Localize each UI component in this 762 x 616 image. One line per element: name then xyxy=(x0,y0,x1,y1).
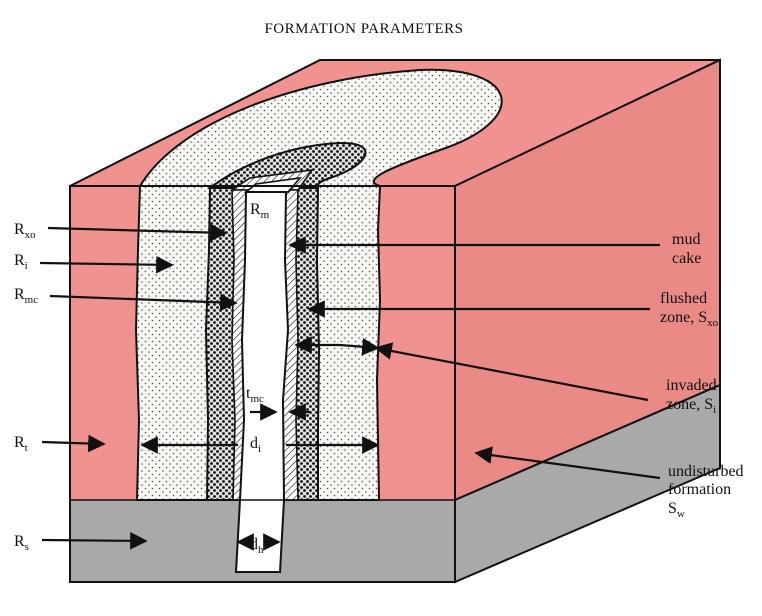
label-di: di xyxy=(250,435,261,455)
label-rxo: Rxo xyxy=(14,221,36,241)
block-outline xyxy=(69,185,456,583)
diagram-title: FORMATION PARAMETERS xyxy=(264,21,463,37)
flushed-zone-top xyxy=(207,141,367,189)
label-rm: Rm xyxy=(250,201,270,221)
label-tmc: tmc xyxy=(246,385,264,405)
label-ri: Ri xyxy=(14,252,28,272)
arrow-rs xyxy=(41,532,148,550)
arrow-rt xyxy=(41,434,106,453)
arrow-rmc xyxy=(49,293,238,312)
label-undisturbed: undisturbed formation Sw xyxy=(668,463,748,520)
label-rmc: Rmc xyxy=(14,286,38,306)
label-flushed-zone: flushed zone, Sxo xyxy=(660,290,719,329)
label-invaded-zone: invaded zone, Si xyxy=(666,377,721,416)
arrow-invaded-zone xyxy=(374,342,649,402)
arrow-rxo xyxy=(47,223,228,242)
label-rt: Rt xyxy=(14,434,28,454)
label-dh: dh xyxy=(250,536,264,556)
arrow-invaded-span-right xyxy=(339,337,380,356)
label-mud-cake: mud cake xyxy=(672,231,704,267)
arrow-undisturbed xyxy=(474,446,661,480)
arrow-ri xyxy=(39,255,174,274)
label-rs: Rs xyxy=(14,533,29,553)
borehole xyxy=(234,191,290,573)
invaded-zone-top xyxy=(138,68,503,187)
